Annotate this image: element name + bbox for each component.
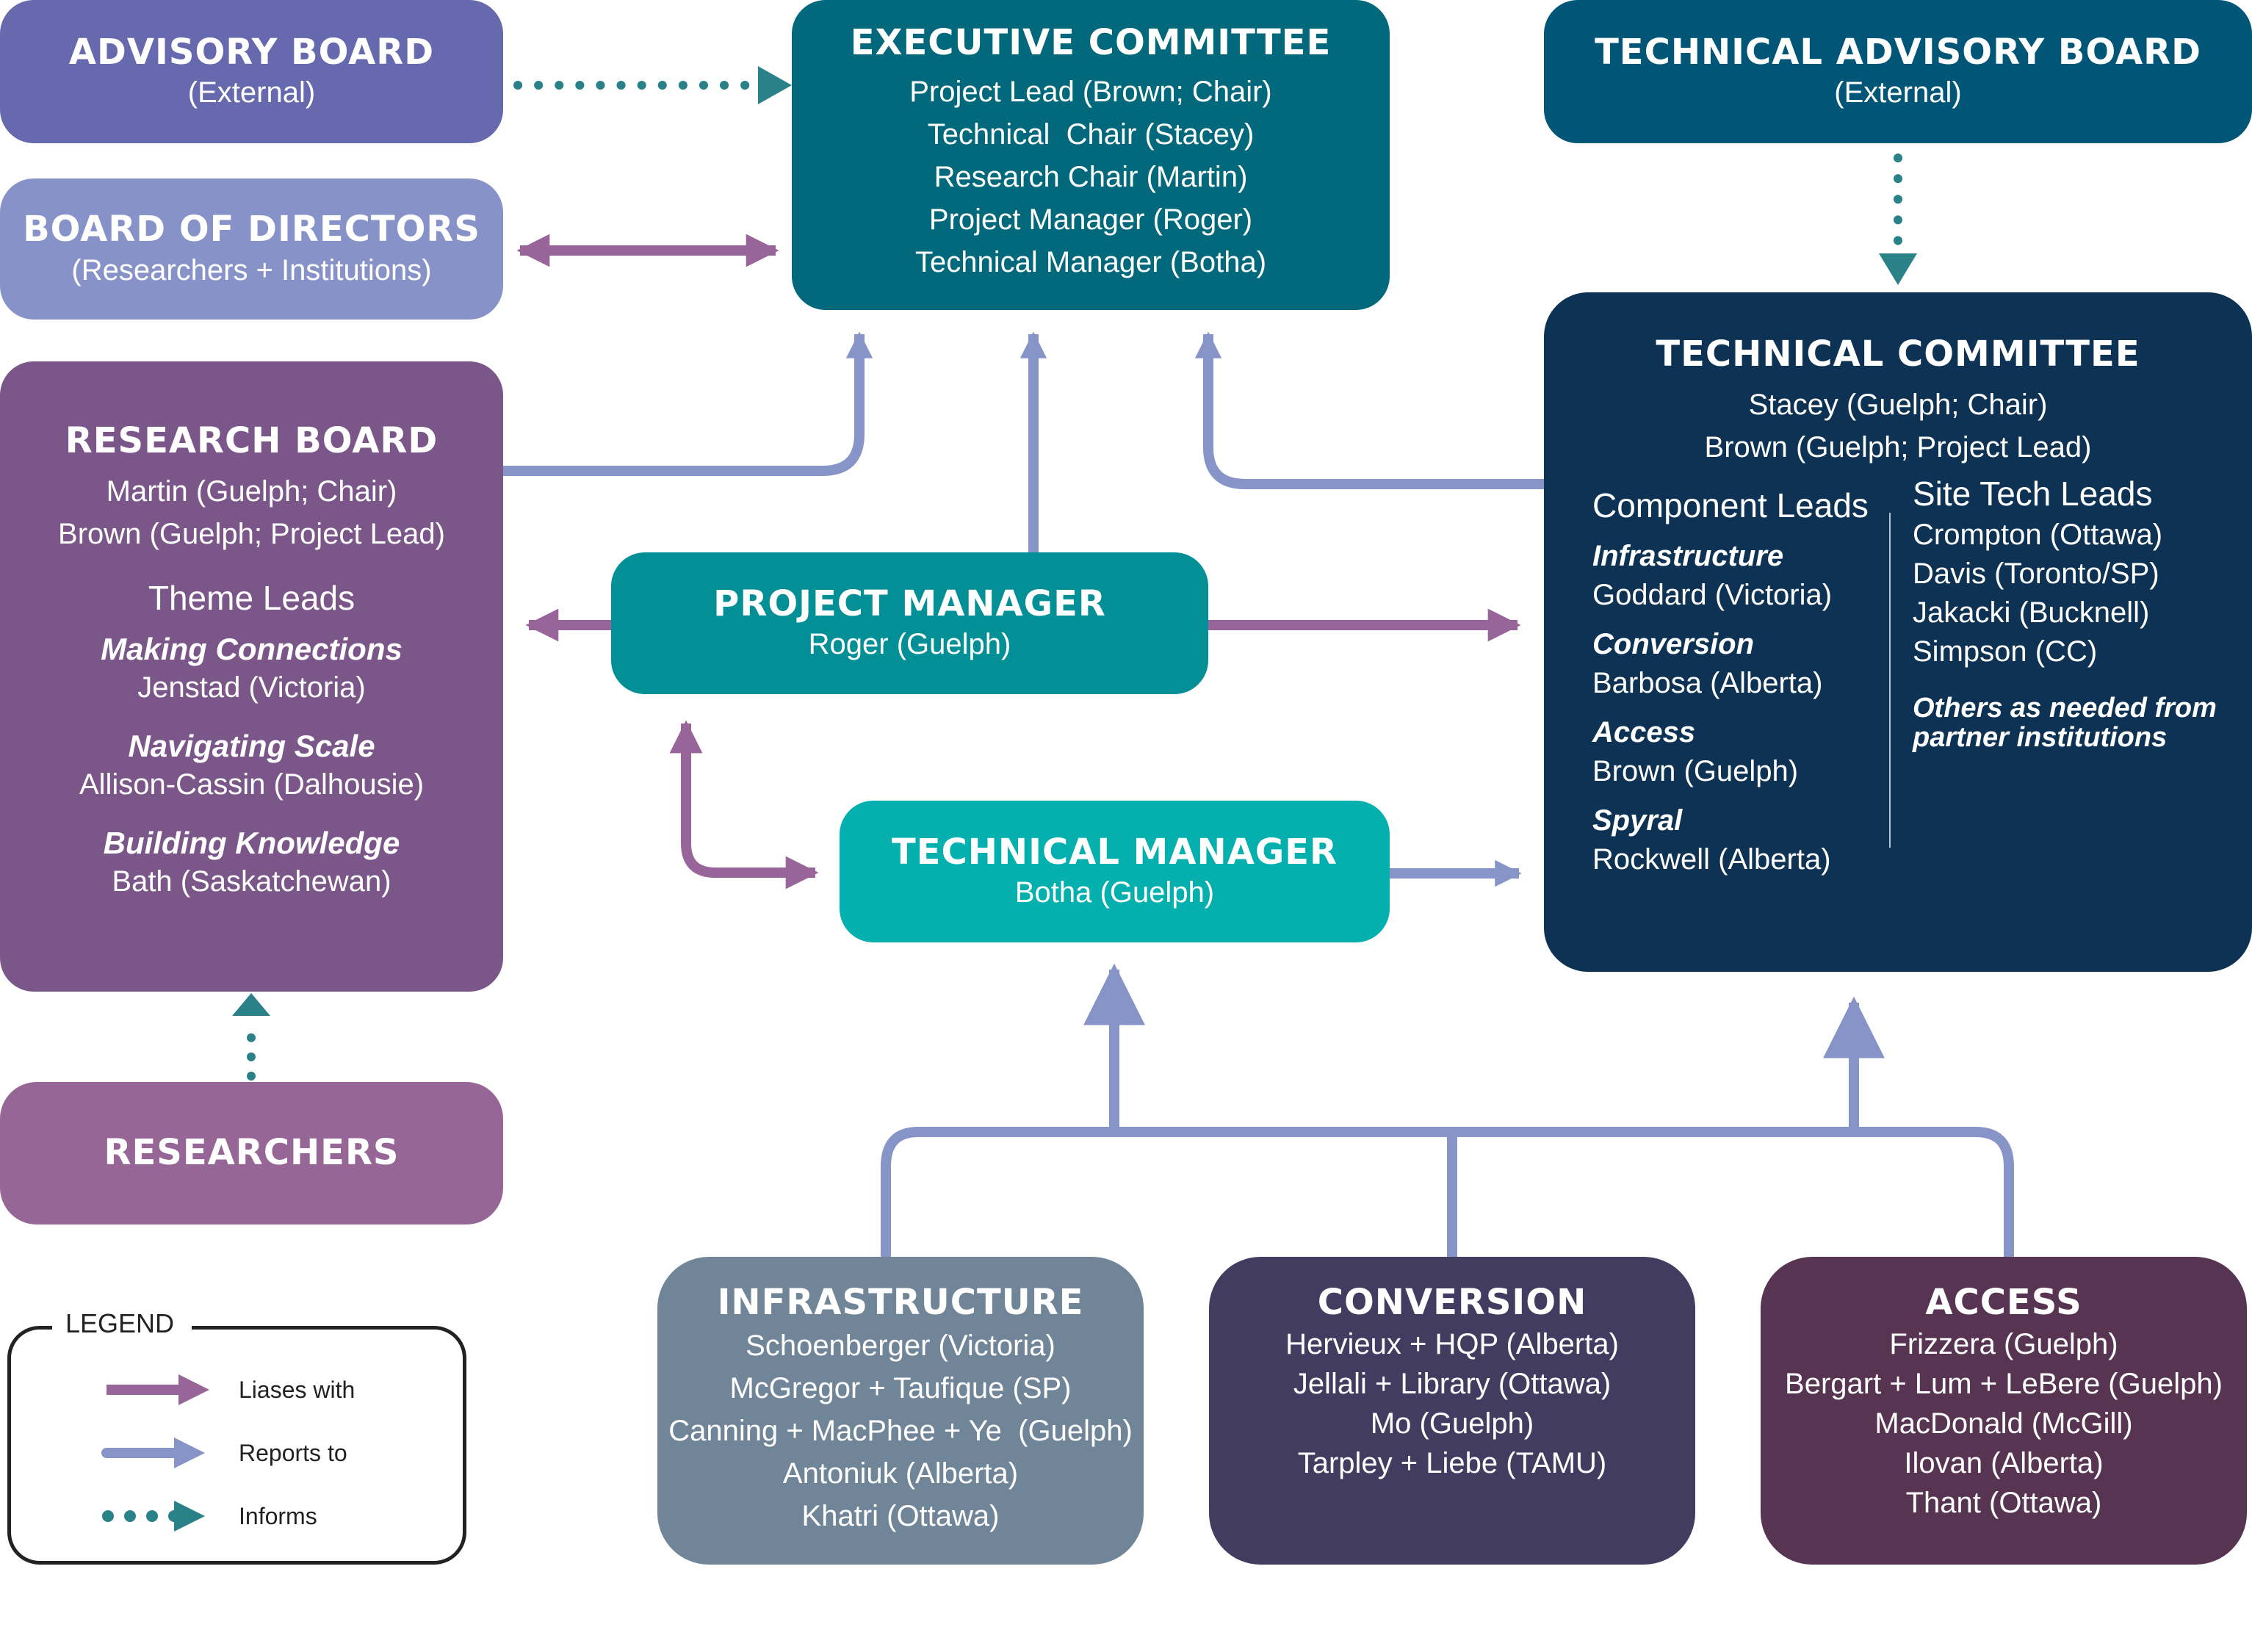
executive-member: Project Manager (Roger) (928, 203, 1253, 236)
access-member: Bergart + Lum + LeBere (Guelph) (1785, 1367, 2223, 1400)
legend-item-reports-to: Reports to (92, 1431, 444, 1475)
legend-item-liases-with: Liases with (92, 1368, 444, 1412)
component-lead: Rockwell (Alberta) (1592, 843, 1831, 876)
advisory-board-subtitle: (External) (187, 76, 316, 109)
access-member: MacDonald (McGill) (1874, 1407, 2133, 1440)
legend-label: Informs (239, 1502, 317, 1529)
theme-lead: Jenstad (Victoria) (137, 671, 366, 704)
site-tech-leads-heading: Site Tech Leads (1913, 474, 2153, 513)
technical-committee-member: Brown (Guelph; Project Lead) (1704, 430, 2092, 464)
conversion-title: CONVERSION (1317, 1282, 1587, 1323)
advisory-board-title: ADVISORY BOARD (68, 31, 435, 73)
infrastructure-title: INFRASTRUCTURE (717, 1282, 1084, 1323)
site-tech-lead: Crompton (Ottawa) (1913, 518, 2163, 551)
research-board-title: RESEARCH BOARD (65, 420, 439, 461)
reports-research-board-to-exec (503, 331, 873, 476)
research-board-member: Brown (Guelph; Project Lead) (58, 517, 445, 550)
advisory-board: ADVISORY BOARD (External) (0, 0, 503, 143)
research-board: RESEARCH BOARD Martin (Guelph; Chair) Br… (0, 361, 503, 992)
infrastructure-member: Schoenberger (Victoria) (746, 1329, 1055, 1362)
technical-manager: TECHNICAL MANAGER Botha (Guelph) (840, 801, 1390, 942)
technical-manager-title: TECHNICAL MANAGER (891, 831, 1338, 873)
executive-member: Project Lead (Brown; Chair) (909, 75, 1272, 108)
executive-member: Research Chair (Martin) (934, 160, 1248, 193)
component-lead: Barbosa (Alberta) (1592, 666, 1823, 699)
component-name: Conversion (1592, 627, 1755, 660)
conversion-member: Mo (Guelph) (1370, 1407, 1534, 1440)
researchers: RESEARCHERS (0, 1082, 503, 1224)
informs-techadv-arrowhead (1879, 253, 1917, 285)
site-tech-lead: Jakacki (Bucknell) (1913, 596, 2150, 629)
access-team: ACCESS Frizzera (Guelph) Bergart + Lum +… (1761, 1257, 2247, 1565)
liases-pm-tm (669, 720, 819, 890)
infrastructure-member: Canning + MacPhee + Ye (Guelph) (668, 1414, 1133, 1447)
technical-manager-name: Botha (Guelph) (1014, 876, 1215, 909)
access-title: ACCESS (1925, 1282, 2082, 1323)
theme-name: Building Knowledge (103, 825, 400, 860)
board-of-directors-title: BOARD OF DIRECTORS (23, 209, 480, 250)
component-name: Infrastructure (1592, 539, 1784, 572)
project-manager-title: PROJECT MANAGER (713, 582, 1106, 624)
technical-committee: TECHNICAL COMMITTEE Stacey (Guelph; Chai… (1544, 292, 2252, 972)
board-of-directors-subtitle: (Researchers + Institutions) (71, 253, 432, 286)
executive-member: Technical Manager (Botha) (914, 245, 1267, 278)
informs-arrow-icon (102, 1501, 205, 1532)
infrastructure-member: McGregor + Taufique (SP) (729, 1371, 1072, 1404)
infrastructure-member: Antoniuk (Alberta) (782, 1457, 1019, 1490)
legend-label: Reports to (239, 1439, 347, 1466)
infrastructure-member: Khatri (Ottawa) (801, 1499, 1000, 1532)
component-lead: Goddard (Victoria) (1592, 578, 1833, 611)
access-member: Frizzera (Guelph) (1889, 1327, 2118, 1360)
conversion-member: Tarpley + Liebe (TAMU) (1297, 1446, 1607, 1479)
board-of-directors: BOARD OF DIRECTORS (Researchers + Instit… (0, 178, 503, 320)
infrastructure-team: INFRASTRUCTURE Schoenberger (Victoria) M… (657, 1257, 1144, 1565)
executive-member: Technical Chair (Stacey) (927, 118, 1255, 151)
site-tech-leads-column: Site Tech Leads Crompton (Ottawa) Davis … (1889, 475, 2252, 848)
theme-name: Making Connections (101, 631, 403, 666)
informs-advisory-arrowhead (758, 66, 792, 104)
component-name: Spyral (1592, 804, 1683, 837)
technical-committee-member: Stacey (Guelph; Chair) (1748, 388, 2048, 421)
access-member: Ilovan (Alberta) (1904, 1446, 2104, 1479)
component-lead: Brown (Guelph) (1592, 754, 1799, 787)
conversion-member: Jellali + Library (Ottawa) (1293, 1367, 1612, 1400)
informs-researchers-arrowhead (232, 993, 270, 1016)
legend-label: Liases with (239, 1376, 356, 1403)
conversion-member: Hervieux + HQP (Alberta) (1285, 1327, 1619, 1360)
site-tech-note: Others as needed from partner institutio… (1913, 692, 2217, 753)
technical-advisory-board-title: TECHNICAL ADVISORY BOARD (1595, 31, 2201, 73)
project-manager-name: Roger (Guelph) (808, 628, 1011, 661)
technical-committee-columns: Component Leads Infrastructure Goddard (… (1544, 475, 2252, 880)
theme-lead: Bath (Saskatchewan) (112, 865, 391, 898)
technical-committee-title: TECHNICAL COMMITTEE (1656, 333, 2140, 375)
research-board-member: Martin (Guelph; Chair) (106, 475, 397, 508)
theme-lead: Allison-Cassin (Dalhousie) (79, 768, 425, 801)
component-name: Access (1592, 715, 1696, 749)
legend-title: LEGEND (52, 1307, 192, 1340)
component-leads-column: Component Leads Infrastructure Goddard (… (1544, 483, 1889, 880)
legend: LEGEND Liases with Reports to Informs (7, 1307, 466, 1565)
site-tech-lead: Simpson (CC) (1913, 635, 2098, 668)
executive-committee: EXECUTIVE COMMITTEE Project Lead (Brown;… (792, 0, 1390, 310)
site-tech-lead: Davis (Toronto/SP) (1913, 557, 2159, 590)
liases-arrow-icon (107, 1374, 209, 1405)
conversion-team: CONVERSION Hervieux + HQP (Alberta) Jell… (1209, 1257, 1695, 1565)
reports-techcommittee-to-exec (1194, 331, 1544, 489)
component-leads-heading: Component Leads (1592, 486, 1869, 524)
theme-name: Navigating Scale (128, 728, 375, 763)
researchers-title: RESEARCHERS (104, 1132, 400, 1174)
theme-leads-heading: Theme Leads (148, 578, 356, 617)
technical-advisory-board: TECHNICAL ADVISORY BOARD (External) (1544, 0, 2252, 143)
technical-advisory-board-subtitle: (External) (1834, 76, 1962, 109)
reports-arrow-icon (101, 1438, 205, 1468)
project-manager: PROJECT MANAGER Roger (Guelph) (611, 552, 1208, 694)
legend-item-informs: Informs (92, 1494, 444, 1538)
access-member: Thant (Ottawa) (1905, 1486, 2102, 1519)
executive-committee-title: EXECUTIVE COMMITTEE (850, 22, 1332, 63)
